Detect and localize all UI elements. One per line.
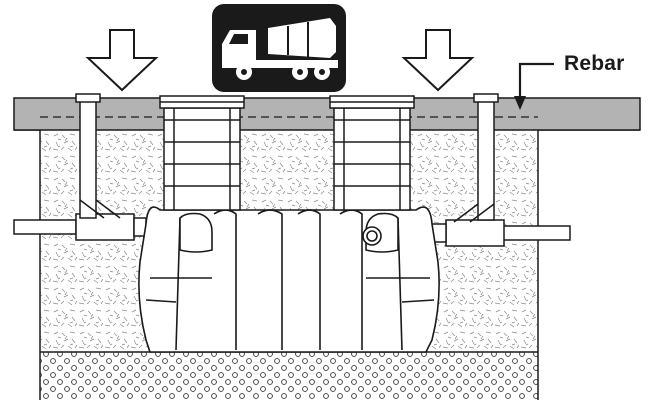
down-arrow-icon bbox=[85, 29, 159, 92]
rebar-pointer bbox=[514, 62, 554, 110]
concrete-slab bbox=[13, 97, 641, 131]
septic-tank bbox=[138, 206, 440, 353]
left-inlet-pipe bbox=[13, 93, 147, 241]
right-outlet-pipe bbox=[431, 93, 571, 247]
rebar-label: Rebar bbox=[564, 52, 625, 75]
concrete-mixer-truck-icon bbox=[212, 4, 346, 92]
stone-base-layer bbox=[39, 351, 539, 400]
right-riser bbox=[329, 95, 415, 211]
down-arrow-icon bbox=[401, 29, 475, 92]
left-riser bbox=[159, 95, 245, 211]
